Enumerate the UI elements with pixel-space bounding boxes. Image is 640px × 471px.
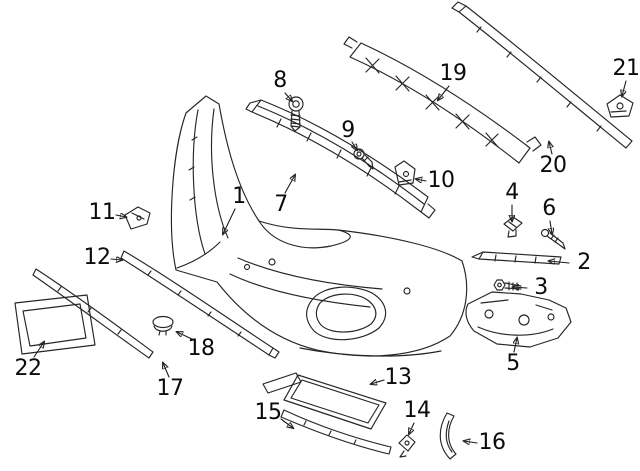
part-label-22[interactable]: 22 [14,356,43,381]
part-20-support-rail [451,1,633,149]
part-label-14[interactable]: 14 [403,398,432,423]
part-label-16[interactable]: 16 [478,430,507,455]
leader-lines [33,80,627,443]
part-label-18[interactable]: 18 [187,336,216,361]
part-11-clip [124,206,151,230]
leader-line-1 [223,208,236,234]
part-12-trim-strip [120,250,280,359]
leader-line-18 [177,332,195,341]
leader-line-21 [622,80,627,96]
leader-line-8 [284,92,292,101]
leader-line-11 [115,215,126,217]
part-label-6[interactable]: 6 [542,196,556,221]
part-label-10[interactable]: 10 [427,168,456,193]
leader-line-19 [438,85,450,100]
part-7-reinforcement-bar [245,99,436,219]
part-label-15[interactable]: 15 [254,400,283,425]
part-label-8[interactable]: 8 [273,68,287,93]
leader-line-12 [110,259,122,260]
part-label-9[interactable]: 9 [341,118,355,143]
leader-line-3 [513,287,528,288]
part-1-bumper-cover [170,95,468,357]
part-3-bolt [493,279,522,291]
leader-line-10 [416,179,427,181]
leader-line-6 [550,220,552,234]
leader-line-22 [33,342,44,358]
part-5-mounting-bracket [465,291,572,348]
part-label-19[interactable]: 19 [439,61,468,86]
part-label-11[interactable]: 11 [88,200,117,225]
part-14-clip [398,434,416,458]
leader-line-13 [371,380,385,384]
leader-line-2 [549,261,570,263]
part-label-7[interactable]: 7 [274,192,288,217]
leader-line-17 [163,363,170,378]
leader-line-7 [284,175,295,194]
leader-line-9 [352,141,357,150]
part-label-21[interactable]: 21 [612,56,640,81]
part-label-17[interactable]: 17 [156,376,185,401]
part-21-bracket [606,94,634,118]
part-label-12[interactable]: 12 [83,245,112,270]
leader-line-14 [409,422,415,434]
part-17-trim-strip [32,268,154,359]
leader-line-20 [549,142,552,155]
part-6-screw [540,228,566,250]
part-label-1[interactable]: 1 [232,184,246,209]
part-2-support-strip [471,251,562,265]
part-label-13[interactable]: 13 [384,365,413,390]
part-9-rivet [353,148,374,170]
part-22-license-plate-bracket [14,294,96,355]
leader-line-15 [280,418,293,428]
part-15-molding-strip [280,409,392,455]
part-label-20[interactable]: 20 [539,153,568,178]
part-label-5[interactable]: 5 [506,351,520,376]
leader-line-16 [464,441,478,443]
part-label-4[interactable]: 4 [505,180,519,205]
part-19-impact-bar [343,36,542,164]
part-label-2[interactable]: 2 [577,250,591,275]
part-16-corner-molding [439,412,457,460]
part-8-screw [288,96,304,132]
leader-line-5 [514,338,517,353]
part-13-grille-mesh [262,372,387,430]
part-label-3[interactable]: 3 [534,275,548,300]
part-10-side-bracket [394,160,416,186]
part-4-clip [503,216,523,238]
part-18-grommet [152,315,174,336]
